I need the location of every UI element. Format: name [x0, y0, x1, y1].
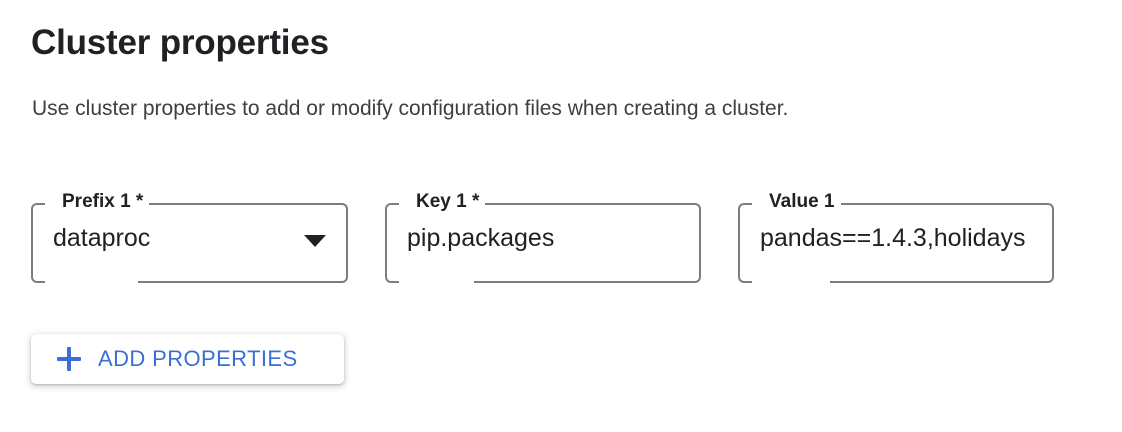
add-properties-button[interactable]: ADD PROPERTIES — [31, 334, 344, 384]
key-field[interactable]: Key 1 * pip.packages — [385, 190, 701, 283]
value-field-value[interactable]: pandas==1.4.3,holidays — [760, 224, 1026, 252]
outline-leading — [738, 203, 752, 283]
page-title: Cluster properties — [31, 23, 329, 62]
outline-leading — [31, 203, 45, 283]
prefix-field-label: Prefix 1 * — [56, 190, 150, 214]
prefix-field[interactable]: Prefix 1 * dataproc — [31, 190, 348, 283]
plus-icon — [57, 347, 81, 371]
add-properties-button-label: ADD PROPERTIES — [98, 346, 298, 371]
prefix-field-value[interactable]: dataproc — [53, 224, 151, 252]
value-field-label: Value 1 — [763, 190, 841, 214]
outline-leading — [385, 203, 399, 283]
value-field[interactable]: Value 1 pandas==1.4.3,holidays — [738, 190, 1054, 283]
key-field-value[interactable]: pip.packages — [407, 224, 555, 252]
key-field-label: Key 1 * — [410, 190, 486, 214]
chevron-down-icon[interactable] — [304, 235, 326, 247]
page-description: Use cluster properties to add or modify … — [32, 97, 789, 120]
